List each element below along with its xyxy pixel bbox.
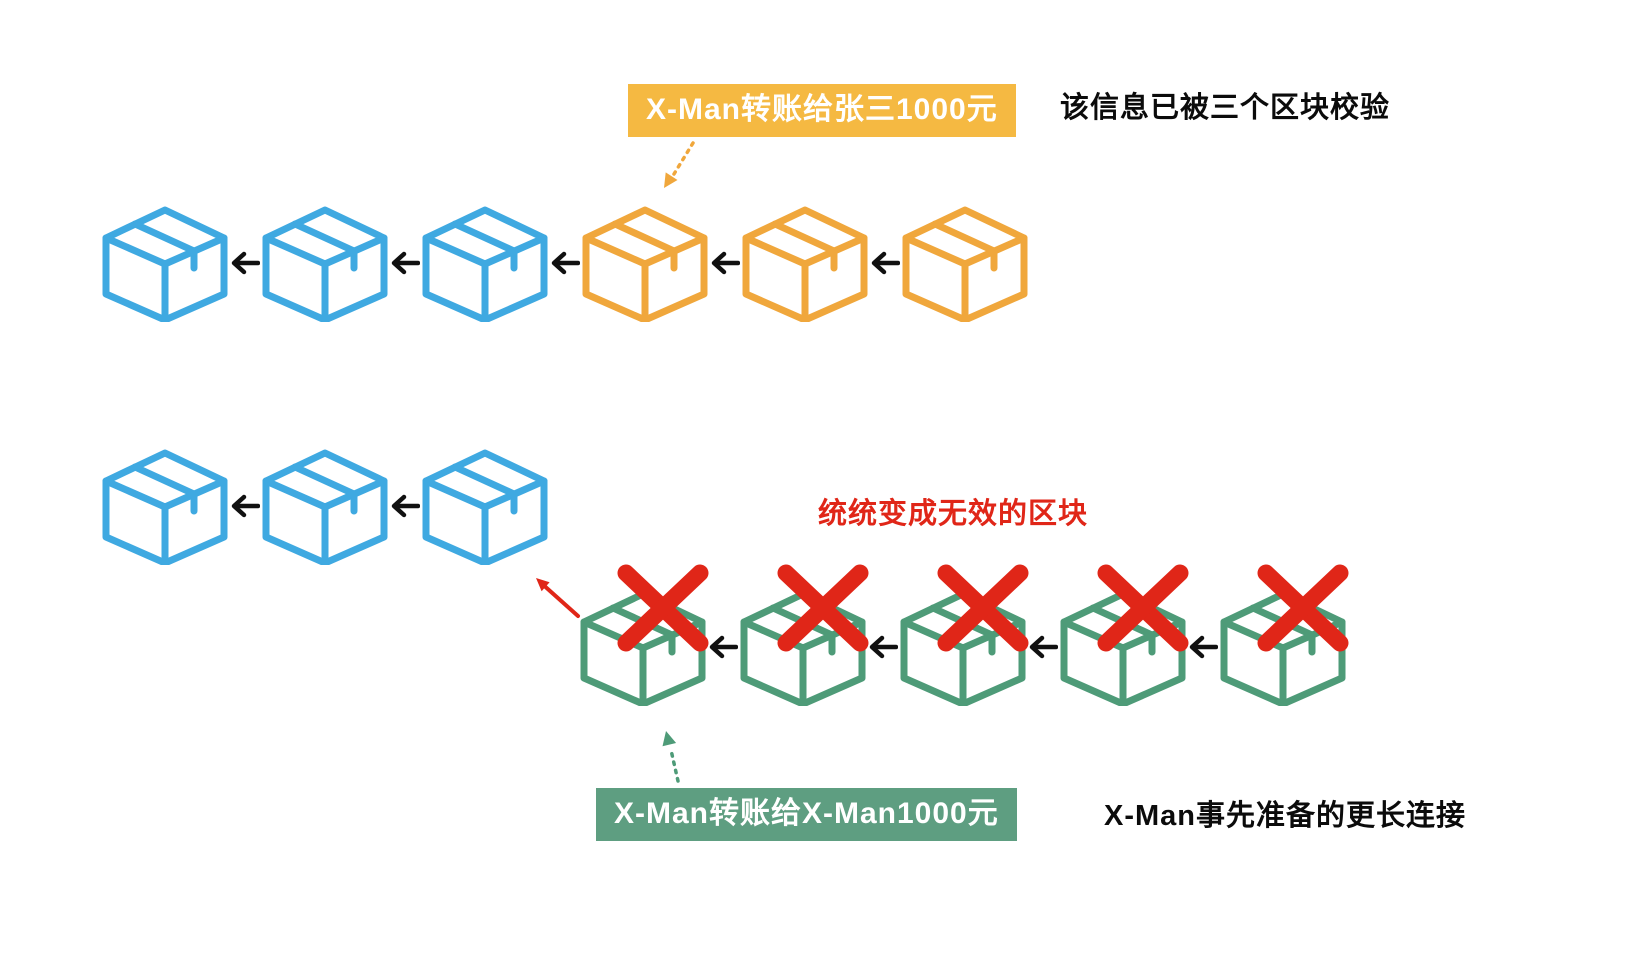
block-orange	[580, 204, 710, 324]
verified-note: 该信息已被三个区块校验	[1060, 92, 1391, 124]
package-icon	[582, 206, 708, 324]
chain-link-arrow-icon	[551, 251, 580, 275]
chain-link-arrow-icon	[391, 494, 420, 518]
invalid-cross-icon	[1097, 564, 1189, 652]
block-orange	[740, 204, 870, 324]
chain-link-arrow-icon	[1189, 635, 1218, 659]
package-icon	[902, 206, 1028, 324]
block-blue	[420, 447, 550, 567]
block-blue	[100, 204, 230, 324]
block-green-invalid	[898, 564, 1029, 708]
chain-link-arrow-icon	[391, 251, 420, 275]
block-green-invalid	[1058, 564, 1189, 708]
block-green-invalid	[1218, 564, 1349, 708]
package-icon	[422, 206, 548, 324]
chain-link-arrow-icon	[871, 251, 900, 275]
block-green-invalid	[578, 564, 709, 708]
block-blue	[100, 447, 230, 567]
block-blue	[260, 447, 390, 567]
package-icon	[262, 206, 388, 324]
chain-link-arrow-icon	[1029, 635, 1058, 659]
package-icon	[262, 449, 388, 567]
chain-link-arrow-icon	[869, 635, 898, 659]
invalid-note: 统统变成无效的区块	[818, 498, 1089, 530]
dotted-arrow-to-green-block-icon	[662, 731, 680, 783]
block-green-invalid	[738, 564, 869, 708]
block-blue	[420, 204, 550, 324]
invalid-cross-icon	[777, 564, 869, 652]
chain-link-arrow-icon	[709, 635, 738, 659]
package-icon	[102, 449, 228, 567]
block-blue	[260, 204, 390, 324]
longer-chain-note: X-Man事先准备的更长连接	[1104, 800, 1467, 832]
transfer-zhangsan-label: X-Man转账给张三1000元	[628, 84, 1016, 137]
chain-link-arrow-icon	[231, 494, 260, 518]
transfer-self-label: X-Man转账给X-Man1000元	[596, 788, 1017, 841]
invalid-chain	[578, 564, 1349, 708]
chain-link-arrow-icon	[231, 251, 260, 275]
package-icon	[422, 449, 548, 567]
package-icon	[102, 206, 228, 324]
block-orange	[900, 204, 1030, 324]
red-arrow-to-valid-chain-icon	[536, 578, 580, 618]
dotted-arrow-to-orange-block-icon	[664, 141, 695, 188]
honest-chain	[100, 447, 550, 567]
invalid-cross-icon	[1257, 564, 1349, 652]
verified-chain	[100, 204, 1030, 324]
invalid-cross-icon	[617, 564, 709, 652]
chain-link-arrow-icon	[711, 251, 740, 275]
invalid-cross-icon	[937, 564, 1029, 652]
package-icon	[742, 206, 868, 324]
